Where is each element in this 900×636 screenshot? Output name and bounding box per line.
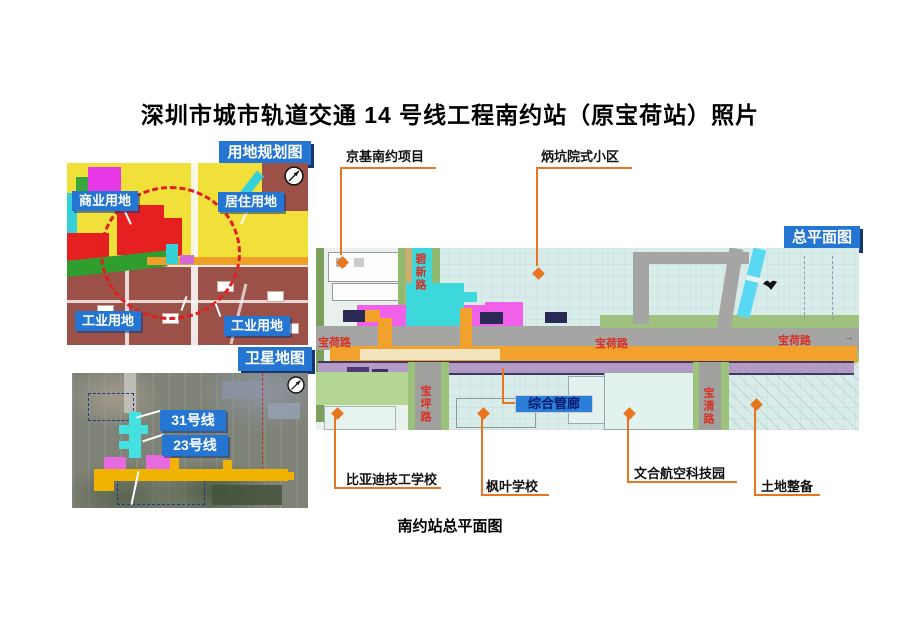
callout-byd: 比亚迪技工学校 <box>346 472 438 487</box>
leader-line <box>627 417 629 483</box>
callout-tudi: 土地整备 <box>761 479 814 494</box>
metro-line-31-label: 31号线 <box>160 410 226 431</box>
satellite-panel-label: 卫星地图 <box>238 347 312 372</box>
station-footprint-cyan <box>119 425 148 434</box>
leader-line <box>481 417 483 496</box>
zone-label-industrial-1: 工业用地 <box>75 311 141 331</box>
landuse-green-block <box>76 177 88 194</box>
leader-line <box>502 402 515 404</box>
leader-line <box>340 167 342 255</box>
leader-line <box>627 481 737 483</box>
utility-corridor-label: 综合管廊 <box>515 395 593 413</box>
road-label-baoqing: 宝清路 <box>702 387 714 426</box>
station-structure-cyan <box>412 248 432 290</box>
station-band-yellow <box>94 469 288 481</box>
zone-label-industrial-2: 工业用地 <box>224 316 290 336</box>
station-connector <box>460 308 472 348</box>
road-label-bixin: 碧新路 <box>414 253 426 292</box>
dark-block <box>480 312 503 324</box>
leader-line <box>334 417 336 489</box>
sat-vegetation <box>212 485 282 505</box>
dark-block <box>343 310 365 322</box>
direction-arrow: → <box>844 332 854 343</box>
leader-line <box>340 167 436 169</box>
plot-box <box>267 291 284 302</box>
station-band-stub <box>170 458 179 470</box>
north-arrow-icon <box>287 376 305 394</box>
building-unit <box>354 258 364 267</box>
sat-building <box>222 381 262 399</box>
landuse-panel-label: 用地规划图 <box>219 141 311 166</box>
lot-line-dashed <box>804 256 805 320</box>
figure-caption: 南约站总平面图 <box>397 518 503 535</box>
masterplan-map: → 碧新路 宝荷路 宝荷路 宝荷路 宝坪路 宝清路 综合管廊 <box>316 248 859 430</box>
masterplan-panel-label: 总平面图 <box>784 226 860 251</box>
lot-line-dashed <box>832 256 833 320</box>
road-label-baohe-mid: 宝荷路 <box>595 338 628 350</box>
satellite-map: 31号线 23号线 <box>72 373 308 508</box>
leader-line <box>142 433 164 443</box>
zone-label-residential: 居住用地 <box>218 192 284 212</box>
land-preparation-area <box>729 362 859 430</box>
road-green-edge <box>408 362 415 430</box>
leader-line <box>536 167 632 169</box>
leader-line <box>481 494 549 496</box>
road-label-baohe-right: 宝荷路 <box>778 335 811 347</box>
pointer-line <box>214 303 222 317</box>
station-footprint-pink <box>146 455 171 471</box>
baoping-road <box>415 362 441 430</box>
station-band-stub <box>94 479 114 491</box>
callout-jingji: 京基南约项目 <box>346 149 425 164</box>
leader-line <box>334 487 441 489</box>
callout-fengye: 枫叶学校 <box>486 479 539 494</box>
leader-line <box>502 368 504 404</box>
station-footprint-cyan <box>129 412 141 458</box>
station-footprint-pink <box>104 457 126 471</box>
loop-road <box>633 252 649 324</box>
page-title: 深圳市城市轨道交通 14 号线工程南约站（原宝荷站）照片 <box>140 102 760 128</box>
landuse-magenta-block <box>88 167 121 191</box>
station-footprint-cyan <box>119 441 133 449</box>
boundary-dashed <box>88 393 134 421</box>
dark-block <box>545 312 567 323</box>
station-band-stub <box>276 472 294 480</box>
leader-line <box>754 494 820 496</box>
callout-bingkeng: 炳坑院式小区 <box>541 149 620 164</box>
green-area <box>316 372 408 405</box>
boundary-dashed-red <box>262 373 263 469</box>
zone-label-commercial: 商业用地 <box>72 191 138 211</box>
building-block <box>332 283 400 301</box>
sat-building <box>268 403 300 419</box>
road-green-edge <box>441 362 449 430</box>
station-band-stub <box>223 460 232 470</box>
callout-wenhe: 文合航空科技园 <box>634 466 726 481</box>
building-outline <box>456 398 536 428</box>
landuse-cyan-strip <box>67 193 77 235</box>
baoqing-road <box>699 362 721 430</box>
station-structure-cyan <box>464 292 477 302</box>
station-connector <box>378 318 392 348</box>
road-label-baoping: 宝坪路 <box>419 385 431 424</box>
wenhe-site-block <box>604 372 695 430</box>
road-label-baohe-left: 宝荷路 <box>318 337 351 349</box>
landuse-map: 商业用地 居住用地 工业用地 工业用地 <box>67 163 308 345</box>
building-block <box>328 252 400 282</box>
loop-road <box>633 252 749 264</box>
station-band-inner <box>360 349 500 360</box>
metro-line-23-label: 23号线 <box>162 435 228 456</box>
callout-diamond <box>532 267 545 280</box>
leader-line <box>754 408 756 496</box>
road-green-edge <box>693 362 699 430</box>
focus-dashed-circle <box>100 186 241 320</box>
leader-line <box>536 167 538 266</box>
north-arrow-icon <box>284 166 304 186</box>
road-green-edge <box>398 248 405 324</box>
bird-icon <box>762 278 778 292</box>
road-green-edge <box>721 362 729 430</box>
